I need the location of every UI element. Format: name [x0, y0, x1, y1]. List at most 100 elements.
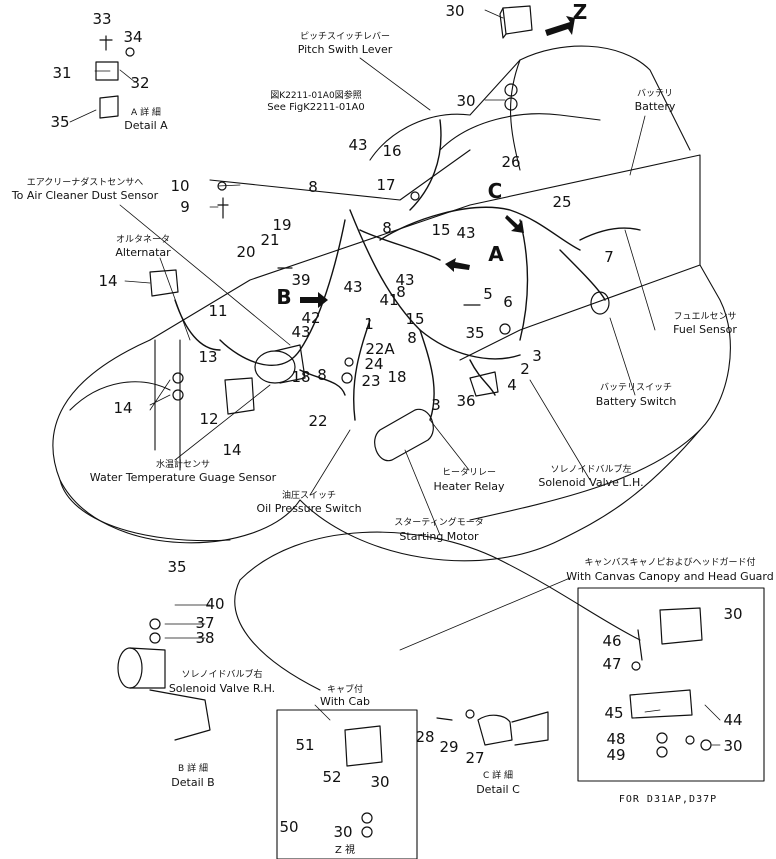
heater-relay-label-jp: ヒータリレー — [441, 468, 497, 478]
callout-8b: 8 — [382, 219, 392, 237]
alternator-label: Alternatar — [115, 246, 171, 259]
callout-c: C — [487, 179, 503, 203]
callout-50: 50 — [279, 818, 299, 836]
callout-4: 4 — [507, 376, 517, 394]
solenoid-rh-label: Solenoid Valve R.H. — [168, 682, 276, 695]
callout-13: 13 — [198, 348, 218, 366]
with-cab-label-jp: キャブ付 — [326, 685, 364, 695]
solenoid-lh-label: Solenoid Valve L.H. — [538, 476, 644, 489]
callout-49: 49 — [606, 746, 626, 764]
air-cleaner-label: To Air Cleaner Dust Sensor — [11, 189, 159, 202]
callout-28: 28 — [415, 728, 435, 746]
callout-14c: 14 — [222, 441, 242, 459]
callout-b: B — [276, 285, 292, 309]
callout-35a: 35 — [50, 113, 70, 131]
callout-15a: 15 — [431, 221, 451, 239]
callout-37: 37 — [195, 614, 215, 632]
see-fig-label-jp: 図K2211-01A0図参照 — [270, 91, 362, 101]
callout-29: 29 — [439, 738, 459, 756]
pitch-switch-label-jp: ピッチスイッチレバー — [299, 32, 391, 42]
callout-7: 7 — [604, 248, 614, 266]
battery-switch-label: Battery Switch — [595, 395, 677, 408]
callout-22: 22 — [308, 412, 328, 430]
callout-3a: 3 — [532, 347, 542, 365]
callout-30-c: 30 — [723, 605, 743, 623]
oil-pressure-label-jp: 油圧スイッチ — [281, 491, 337, 501]
callout-48: 48 — [606, 730, 626, 748]
callout-25: 25 — [552, 193, 572, 211]
callout-5: 5 — [483, 285, 493, 303]
callout-30-b: 30 — [456, 92, 476, 110]
callout-18b: 18 — [387, 368, 407, 386]
detail-a-label-jp: A 詳 細 — [131, 108, 161, 118]
detail-b-label: Detail B — [171, 776, 215, 789]
arrow-c — [505, 215, 524, 233]
components — [95, 5, 712, 838]
callout-30-d: 30 — [723, 737, 743, 755]
harness-wires — [174, 119, 641, 421]
callout-12: 12 — [199, 410, 219, 428]
callout-24: 24 — [364, 355, 384, 373]
callout-39: 39 — [291, 271, 311, 289]
callout-15b: 15 — [405, 310, 425, 328]
callout-18a: 18 — [291, 368, 311, 386]
callout-43d: 43 — [395, 271, 415, 289]
callout-a: A — [488, 242, 504, 266]
battery-switch-label-jp: バッテリスイッチ — [599, 383, 673, 393]
callout-19: 19 — [272, 216, 292, 234]
water-temp-label: Water Temperature Guage Sensor — [89, 471, 277, 484]
alternator-label-jp: オルタネータ — [115, 235, 171, 245]
canopy-label-jp: キャンバスキャノピおよびヘッドガード付 — [584, 558, 756, 568]
callout-52: 52 — [322, 768, 342, 786]
callout-46: 46 — [602, 632, 622, 650]
canopy-detail-box — [577, 587, 765, 782]
callout-20: 20 — [236, 243, 256, 261]
callout-10: 10 — [170, 177, 190, 195]
air-cleaner-label-jp: エアクリーナダストセンサへ — [26, 178, 144, 188]
callout-8e: 8 — [317, 366, 327, 384]
callout-17: 17 — [376, 176, 396, 194]
callout-16: 16 — [382, 142, 402, 160]
callout-35b: 35 — [465, 324, 485, 342]
callout-26: 26 — [501, 153, 521, 171]
callout-51: 51 — [295, 736, 315, 754]
callout-32: 32 — [130, 74, 150, 92]
detail-a-label: Detail A — [124, 119, 168, 132]
callout-1: 1 — [364, 315, 374, 333]
with-cab-label: With Cab — [320, 695, 370, 708]
callout-33: 33 — [92, 10, 112, 28]
direction-arrows — [300, 16, 575, 308]
callout-21: 21 — [260, 231, 280, 249]
callout-38: 38 — [195, 629, 215, 647]
callout-30-top: 30 — [445, 2, 465, 20]
see-fig-label: See FigK2211-01A0 — [267, 102, 365, 113]
callout-11: 11 — [208, 302, 228, 320]
callout-44: 44 — [723, 711, 743, 729]
callout-36: 36 — [456, 392, 476, 410]
detail-c-label: Detail C — [476, 783, 520, 796]
callout-3b: 3 — [431, 396, 441, 414]
leader-lines — [69, 9, 721, 746]
water-temp-label-jp: 水温計センサ — [155, 460, 211, 470]
callout-34: 34 — [123, 28, 143, 46]
callout-8c: 8 — [396, 283, 406, 301]
callout-30-e: 30 — [370, 773, 390, 791]
arrow-z — [545, 16, 575, 36]
starting-motor-label: Starting Motor — [399, 530, 479, 543]
arrow-b — [300, 292, 328, 308]
callout-43a: 43 — [348, 136, 368, 154]
callout-42: 42 — [301, 309, 321, 327]
callout-30-f: 30 — [333, 823, 353, 841]
oil-pressure-label: Oil Pressure Switch — [256, 502, 362, 515]
solenoid-lh-label-jp: ソレノイドバルブ左 — [550, 465, 632, 475]
callout-14a: 14 — [98, 272, 118, 290]
fuel-sensor-label-jp: フュエルセンサ — [673, 312, 737, 322]
callout-27: 27 — [465, 749, 485, 767]
callout-35c: 35 — [167, 558, 187, 576]
callout-45: 45 — [604, 704, 624, 722]
callout-43e: 43 — [291, 323, 311, 341]
fuel-sensor-label: Fuel Sensor — [673, 323, 737, 336]
callout-z: Z — [572, 0, 588, 24]
